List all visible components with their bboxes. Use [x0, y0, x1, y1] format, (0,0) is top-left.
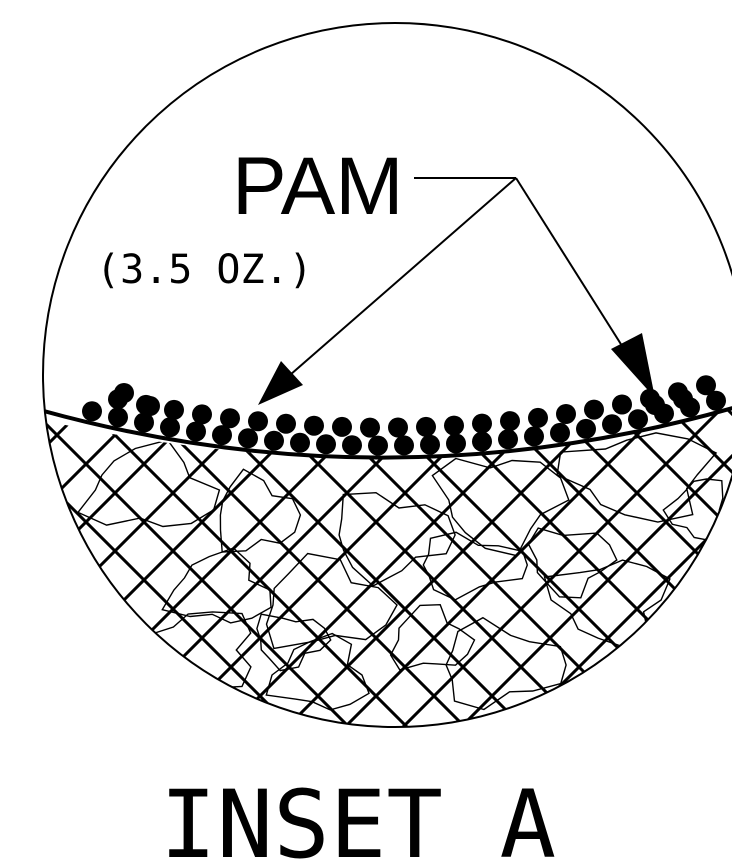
pam-granule — [342, 435, 362, 456]
aggregate-outline — [445, 616, 567, 711]
hatch-line — [43, 400, 610, 727]
pam-quantity-label: (3.5 OZ.) — [96, 247, 313, 293]
soil-surface-line — [43, 398, 732, 460]
hatch-line — [170, 400, 732, 727]
pam-granule — [368, 435, 388, 456]
pam-granule — [524, 426, 544, 447]
hatch-line — [43, 400, 668, 727]
hatch-line — [43, 400, 582, 727]
pam-granule — [212, 425, 232, 446]
pam-granule — [576, 418, 596, 439]
aggregate-outline — [431, 457, 570, 557]
aggregate-outline — [389, 603, 476, 671]
pam-granule — [114, 383, 134, 403]
pam-granule — [673, 389, 693, 409]
aggregate-outline — [265, 552, 398, 650]
pam-granule — [446, 433, 466, 454]
aggregate-outline — [76, 439, 221, 528]
pam-granule — [238, 428, 258, 449]
pam-granule — [316, 434, 336, 455]
pam-granule — [276, 413, 296, 434]
hatch-line — [228, 400, 732, 727]
pam-granule — [248, 411, 268, 432]
hatch-line — [43, 400, 640, 727]
hatch-line — [0, 0, 28, 867]
aggregate-outline — [543, 559, 671, 649]
pam-granule — [628, 409, 648, 430]
pam-granule — [160, 417, 180, 438]
pam-granule — [264, 430, 284, 451]
pam-granule — [550, 422, 570, 443]
pam-granule — [164, 399, 184, 420]
pam-granule — [388, 417, 408, 438]
pam-granule — [360, 417, 380, 438]
leader-left — [289, 177, 517, 376]
pam-granule — [108, 407, 128, 428]
aggregate-outline — [219, 468, 302, 553]
hatch-line — [142, 400, 732, 727]
leader-right — [515, 177, 637, 369]
arrow-head-icon — [611, 333, 655, 398]
pam-granule — [472, 431, 492, 452]
pam-granule — [420, 434, 440, 455]
arrow-head-icon — [258, 361, 303, 405]
hatch-line — [43, 400, 88, 727]
hatch-line — [43, 400, 146, 727]
pam-granule — [140, 396, 160, 416]
pam-granule — [706, 390, 726, 411]
pam-granule — [584, 399, 604, 420]
pam-granule — [332, 416, 352, 437]
pam-granule — [290, 432, 310, 453]
aggregate-outline — [338, 491, 456, 587]
pam-granule — [612, 394, 632, 415]
pam-granule — [472, 413, 492, 434]
hatch-line — [200, 400, 732, 727]
aggregate-outline — [556, 432, 718, 523]
hatch-line — [43, 400, 60, 727]
pam-granule — [394, 435, 414, 456]
aggregate-outline — [527, 527, 618, 599]
inset-circle-outline — [42, 22, 732, 728]
pam-granule — [444, 415, 464, 436]
pam-granule — [416, 416, 436, 437]
pam-granule — [500, 411, 520, 432]
hatch-line — [43, 400, 552, 727]
pam-granule — [186, 421, 206, 442]
pam-granule — [602, 414, 622, 435]
hatch-line — [112, 400, 732, 727]
hatch-line — [43, 400, 524, 727]
hatch-line — [634, 400, 732, 727]
pam-granule — [192, 404, 212, 425]
pam-label: PAM — [232, 141, 404, 232]
pam-granule — [304, 415, 324, 436]
pam-granule — [696, 375, 716, 396]
pam-granule — [556, 404, 576, 424]
aggregate-outline — [265, 632, 370, 711]
inset-caption: INSET A — [160, 771, 556, 867]
pam-granule — [645, 395, 665, 415]
pam-granule — [220, 408, 240, 429]
pam-granule — [134, 412, 154, 433]
pam-granule — [528, 407, 548, 428]
pam-leader-lines — [289, 177, 637, 376]
hatch-line — [722, 400, 732, 727]
aggregate-outline — [422, 531, 529, 601]
hatch-line — [692, 400, 732, 727]
pam-granule — [498, 429, 518, 450]
pam-granule — [82, 401, 102, 422]
aggregate-outline — [256, 613, 332, 672]
pam-granule-layer — [82, 375, 726, 456]
hatch-line — [664, 400, 732, 727]
